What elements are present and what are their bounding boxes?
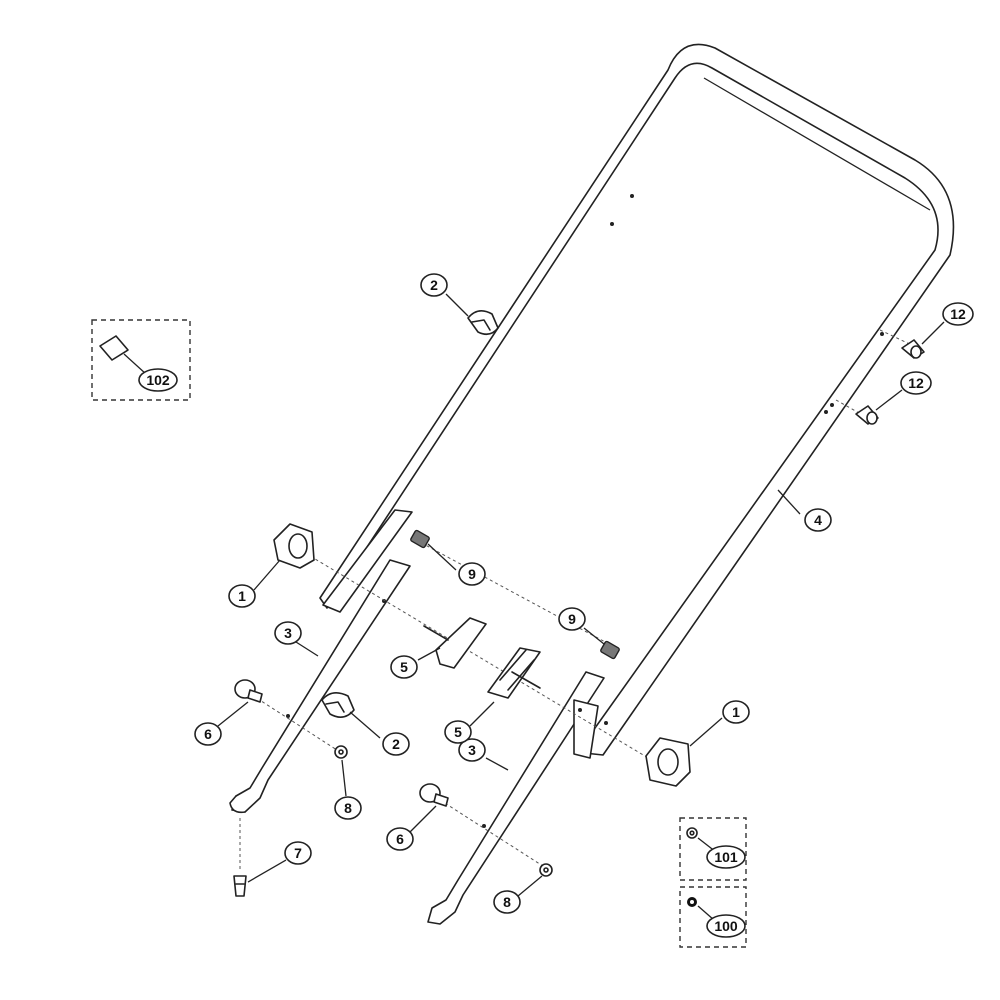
svg-text:8: 8: [344, 800, 352, 816]
washer-right-part: [539, 863, 553, 877]
callout-2-upper: 2: [420, 273, 448, 297]
knob-right-part: [645, 737, 691, 787]
lever-bolt-right-part: [487, 647, 541, 699]
svg-text:3: 3: [284, 625, 292, 641]
callout-12-upper: 12: [942, 302, 974, 326]
svg-text:1: 1: [238, 588, 246, 604]
clip-upper-part: [467, 310, 499, 336]
svg-text:1: 1: [732, 704, 740, 720]
kit-box-101: [679, 817, 747, 881]
screw-bottom-part: [233, 875, 247, 897]
spring-left-part: [410, 529, 430, 549]
callout-102: 102: [138, 368, 178, 392]
spring-right-part: [600, 640, 620, 660]
screw-left-part: [234, 679, 263, 703]
svg-text:9: 9: [468, 566, 476, 582]
svg-text:8: 8: [503, 894, 511, 910]
svg-text:101: 101: [714, 849, 738, 865]
svg-text:12: 12: [908, 375, 924, 391]
callout-9-right: 9: [558, 607, 586, 631]
svg-text:102: 102: [146, 372, 170, 388]
fastener-upper-part: [901, 339, 925, 359]
screw-right-part: [419, 783, 449, 807]
callout-1-left: 1: [228, 584, 256, 608]
assembly-dash-lines: [239, 329, 919, 872]
callout-8-left: 8: [334, 796, 362, 820]
callout-3-left: 3: [274, 621, 302, 645]
svg-text:6: 6: [204, 726, 212, 742]
lever-bolt-left-part: [423, 617, 487, 669]
kit-box-100: [679, 886, 747, 948]
callout-2-lower: 2: [382, 732, 410, 756]
callout-9-left: 9: [458, 562, 486, 586]
callout-5-right: 5: [444, 720, 472, 744]
lower-handle-right-part: [427, 671, 605, 925]
upper-handle-part: [319, 43, 955, 756]
svg-text:9: 9: [568, 611, 576, 627]
callout-101: 101: [706, 845, 746, 869]
leader-lines: [217, 293, 945, 897]
svg-text:3: 3: [468, 742, 476, 758]
callout-8-right: 8: [493, 890, 521, 914]
svg-text:6: 6: [396, 831, 404, 847]
lower-handle-left-part: [229, 559, 411, 814]
callout-6-right: 6: [386, 827, 414, 851]
callout-100: 100: [706, 914, 746, 938]
fastener-lower-part: [855, 405, 879, 425]
callout-7: 7: [284, 841, 312, 865]
svg-text:12: 12: [950, 306, 966, 322]
callout-4: 4: [804, 508, 832, 532]
callout-12-lower: 12: [900, 371, 932, 395]
washer-left-part: [334, 745, 348, 759]
svg-text:7: 7: [294, 845, 302, 861]
svg-text:5: 5: [454, 724, 462, 740]
callout-5-left: 5: [390, 655, 418, 679]
handle-sleeve-left: [322, 509, 413, 613]
svg-text:2: 2: [392, 736, 400, 752]
kit-box-102: [91, 319, 191, 401]
svg-text:100: 100: [714, 918, 738, 934]
callout-1-right: 1: [722, 700, 750, 724]
callout-6-left: 6: [194, 722, 222, 746]
svg-text:2: 2: [430, 277, 438, 293]
callout-3-right: 3: [458, 738, 486, 762]
knob-left-part: [273, 523, 315, 569]
clip-lower-part: [321, 692, 355, 718]
svg-text:4: 4: [814, 512, 822, 528]
svg-text:5: 5: [400, 659, 408, 675]
